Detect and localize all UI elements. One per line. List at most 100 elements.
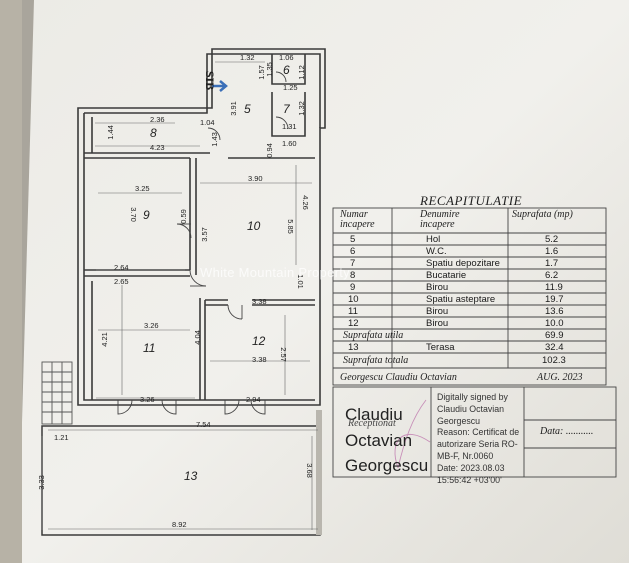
row-number: 12 xyxy=(348,318,359,329)
row-area: 1.6 xyxy=(545,246,559,257)
dim-label: 2.94 xyxy=(246,395,261,404)
header-number: Numar incapere xyxy=(340,209,375,230)
dim-label: 2.36 xyxy=(150,115,165,124)
digital-signature-line: Digitally signed by xyxy=(437,392,508,402)
digital-signature-block: Digitally signed by Claudiu Octavian Geo… xyxy=(437,392,519,486)
terrace-value: 32.4 xyxy=(545,342,564,353)
dim-label: 1.35 xyxy=(264,62,274,77)
dimension-lines xyxy=(41,61,318,530)
dim-label: 1.44 xyxy=(105,125,115,140)
terrace-number: 13 xyxy=(348,342,359,353)
dim-label: 3.33 xyxy=(36,475,46,490)
dim-label: 3.26 xyxy=(144,321,159,330)
dim-label: 2.57 xyxy=(278,347,288,362)
dim-label: 2.65 xyxy=(114,277,129,286)
row-name: Birou xyxy=(426,282,449,293)
dim-label: 1.12 xyxy=(296,65,306,80)
dim-label: 4.23 xyxy=(150,143,165,152)
dim-label: 3.25 xyxy=(135,184,150,193)
dim-label: 1.04 xyxy=(200,118,215,127)
entrance-arrow-icon xyxy=(212,80,228,92)
row-number: 6 xyxy=(350,246,356,257)
header-name: Denumire incapere xyxy=(420,209,460,230)
dim-label: 8.92 xyxy=(172,520,187,529)
stamp-name-last: Georgescu xyxy=(345,456,429,475)
row-number: 10 xyxy=(348,294,359,305)
dim-label: 1.43 xyxy=(209,132,219,147)
row-number: 11 xyxy=(348,306,358,317)
doors xyxy=(117,71,289,415)
row-area: 11.9 xyxy=(545,282,563,293)
row-number: 7 xyxy=(350,258,356,269)
dim-label: 5.85 xyxy=(285,219,295,234)
dim-label: 2.64 xyxy=(114,263,129,272)
dim-label: 3.68 xyxy=(304,463,314,478)
useful-area-value: 69.9 xyxy=(545,330,564,341)
room-number-9: 9 xyxy=(143,208,150,222)
room-number-11: 11 xyxy=(143,341,156,355)
dim-label: 3.38 xyxy=(252,355,267,364)
dim-label: 1.60 xyxy=(282,139,297,148)
dim-label: 3.91 xyxy=(228,101,238,116)
dim-label: 3.38 xyxy=(252,297,267,306)
row-number: 5 xyxy=(350,234,356,245)
dim-label: 1.21 xyxy=(54,433,69,442)
row-name: Hol xyxy=(426,234,441,245)
digital-signature-line: Georgescu xyxy=(437,415,481,426)
row-name: Spatiu asteptare xyxy=(426,294,496,305)
recap-title: RECAPITULATIE xyxy=(420,193,523,208)
dim-label: 3.90 xyxy=(248,174,263,183)
row-area: 19.7 xyxy=(545,294,564,305)
dim-label: 0.59 xyxy=(178,209,188,224)
dim-label: 4.21 xyxy=(99,332,109,347)
dim-label: 3.70 xyxy=(128,207,138,222)
total-area-value: 102.3 xyxy=(542,355,566,366)
digital-signature-line: Reason: Certificat de xyxy=(437,427,520,438)
row-area: 6.2 xyxy=(545,270,559,281)
dim-label: 4.04 xyxy=(192,330,202,345)
digital-signature-line: 15:56:42 +03'00' xyxy=(437,474,502,485)
row-number: 9 xyxy=(350,282,356,293)
row-number: 8 xyxy=(350,270,356,281)
row-name: Bucatarie xyxy=(426,270,467,281)
recap-table-grid xyxy=(332,207,617,478)
digital-signature-line: autorizare Seria RO- xyxy=(437,439,518,450)
dim-label: 1.32 xyxy=(296,101,306,116)
total-area-label: Suprafata totala xyxy=(343,355,409,366)
row-name: Birou xyxy=(426,306,449,317)
row-area: 10.0 xyxy=(545,318,564,329)
handwritten-signature xyxy=(394,399,431,469)
paper-sheet xyxy=(18,0,629,563)
row-name: Birou xyxy=(426,318,449,329)
data-field-label: Data: ........... xyxy=(540,426,594,437)
date-line: AUG. 2023 xyxy=(537,372,583,383)
room-number-13: 13 xyxy=(184,469,198,483)
room-number-12: 12 xyxy=(252,334,266,348)
room-number-5: 5 xyxy=(244,102,251,116)
dim-label: 0.94 xyxy=(264,143,274,158)
row-area: 1.7 xyxy=(545,258,559,269)
stamp-name-first: Claudiu xyxy=(345,405,403,424)
row-area: 5.2 xyxy=(545,234,559,245)
terrace-name: Terasa xyxy=(426,342,455,353)
dim-label: 3.26 xyxy=(140,395,155,404)
dim-label: 1.31 xyxy=(282,122,297,131)
author-line: Georgescu Claudiu Octavian xyxy=(340,372,457,383)
dim-label: 4.26 xyxy=(300,195,310,210)
digital-signature-line: MB-F, Nr.0060 xyxy=(437,450,494,461)
entrance-label: SIB xyxy=(203,70,218,91)
header-area: Suprafata (mp) xyxy=(512,209,573,220)
watermark: White Mountain Property xyxy=(200,265,350,280)
row-area: 13.6 xyxy=(545,306,564,317)
staircase xyxy=(41,361,73,425)
stamp-name-middle: Octavian xyxy=(345,431,413,450)
dim-label: 3.57 xyxy=(199,227,209,242)
digital-signature-line: Claudiu Octavian xyxy=(437,403,504,414)
useful-area-label: Suprafata utila xyxy=(343,330,404,341)
row-name: W.C. xyxy=(426,246,447,257)
stamp-receptionat: Receptionat xyxy=(348,418,396,429)
room-number-8: 8 xyxy=(150,126,157,140)
dim-label: 1.25 xyxy=(283,83,298,92)
